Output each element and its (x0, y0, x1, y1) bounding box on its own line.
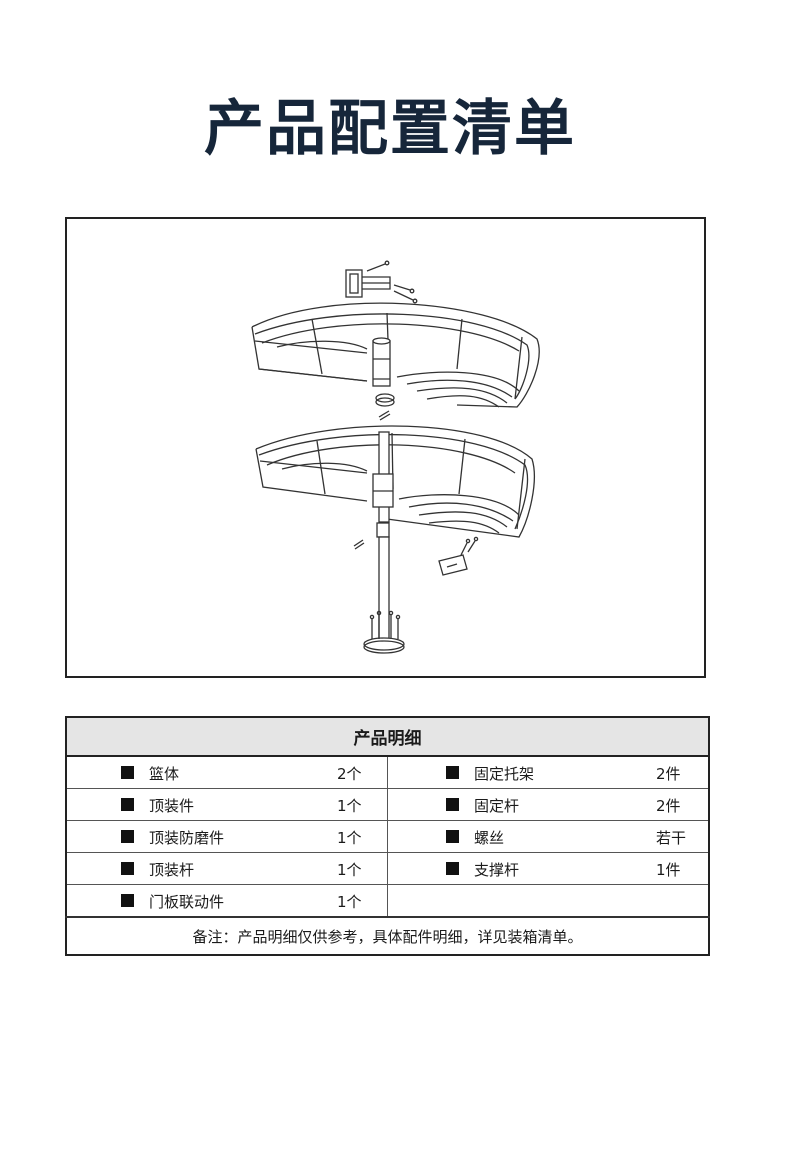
part-qty: 1个 (337, 829, 362, 847)
part-name: 螺丝 (474, 829, 505, 847)
square-bullet-icon (121, 766, 134, 779)
square-bullet-icon (446, 862, 459, 875)
part-qty: 2个 (337, 765, 362, 783)
part-qty: 2件 (656, 765, 681, 783)
part-qty: 若干 (656, 829, 687, 847)
assembly-diagram (65, 217, 706, 678)
square-bullet-icon (446, 766, 459, 779)
table-note: 备注：产品明细仅供参考，具体配件明细，详见装箱清单。 (65, 916, 710, 956)
part-name: 顶装件 (149, 797, 195, 815)
table-row: 顶装件 1个 固定杆 2件 (65, 788, 710, 821)
table-row: 篮体 2个 固定托架 2件 (65, 755, 710, 789)
upper-basket-icon (251, 302, 540, 408)
square-bullet-icon (446, 798, 459, 811)
empty-cell (387, 884, 710, 918)
part-qty: 1个 (337, 797, 362, 815)
lower-basket-icon (255, 425, 535, 538)
table-row: 门板联动件 1个 (65, 884, 710, 918)
part-name: 顶装杆 (149, 861, 195, 879)
fixing-bracket-icon (438, 536, 479, 576)
square-bullet-icon (121, 862, 134, 875)
parts-table-header: 产品明细 (65, 716, 710, 757)
part-name: 顶装防磨件 (149, 829, 225, 847)
part-name: 篮体 (149, 765, 180, 783)
part-name: 固定杆 (474, 797, 520, 815)
part-qty: 1个 (337, 893, 362, 911)
part-qty: 2件 (656, 797, 681, 815)
support-pole-icon (378, 536, 390, 640)
square-bullet-icon (121, 830, 134, 843)
part-name: 支撑杆 (474, 861, 520, 879)
square-bullet-icon (121, 798, 134, 811)
square-bullet-icon (121, 894, 134, 907)
part-name: 固定托架 (474, 765, 535, 783)
table-row: 顶装杆 1个 支撑杆 1件 (65, 852, 710, 885)
base-plate-icon (363, 610, 405, 654)
parts-table: 产品明细 篮体 2个 固定托架 2件 顶装件 1个 固定杆 2件 顶装防磨件 1个 螺丝 若… (65, 716, 710, 956)
top-bracket-icon (345, 260, 418, 304)
table-row: 顶装防磨件 1个 螺丝 若干 (65, 820, 710, 853)
part-qty: 1件 (656, 861, 681, 879)
page-title: 产品配置清单 (204, 94, 576, 164)
part-name: 门板联动件 (149, 893, 225, 911)
part-qty: 1个 (337, 861, 362, 879)
square-bullet-icon (446, 830, 459, 843)
